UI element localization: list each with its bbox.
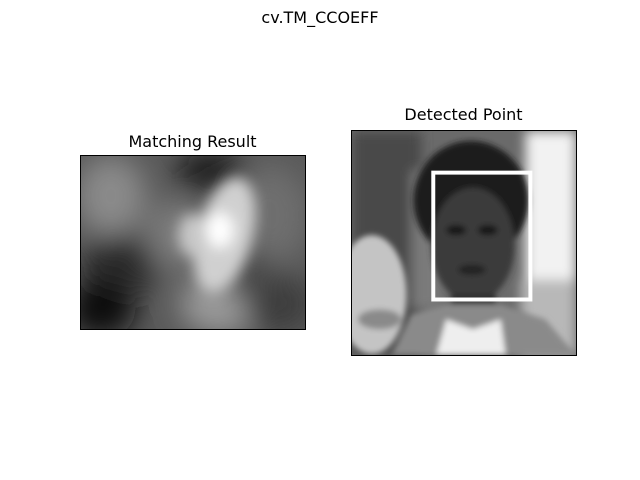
detected-point-title: Detected Point [404, 105, 523, 124]
heatmap-ridge [178, 213, 206, 257]
glasses-left [357, 309, 402, 330]
heatmap-region [81, 156, 146, 236]
detection-rectangle [431, 170, 533, 302]
left-eye [446, 225, 466, 236]
matching-result-image [81, 156, 305, 329]
mouth [458, 264, 486, 275]
collar [436, 319, 506, 355]
heatmap-region [81, 279, 136, 329]
right-eye [477, 225, 498, 236]
photo-bright-wall [525, 131, 576, 290]
face [431, 187, 515, 303]
matching-result-title: Matching Result [128, 132, 257, 151]
heatmap-region [81, 235, 161, 295]
heatmap-peak [205, 212, 234, 248]
figure-title: cv.TM_CCOEFF [261, 8, 379, 27]
detected-point-photo [352, 131, 576, 355]
detected-point-image [351, 130, 577, 356]
matching-result-heatmap [80, 155, 306, 330]
